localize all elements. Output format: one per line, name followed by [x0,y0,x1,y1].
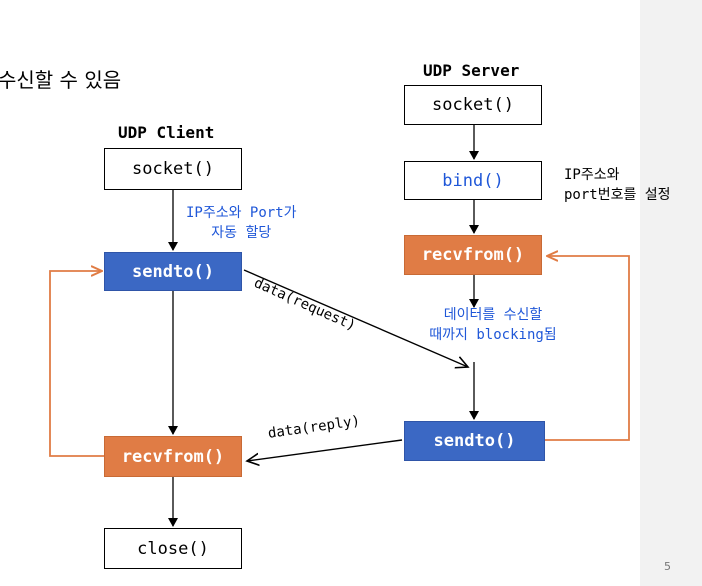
client-auto-assign-note: IP주소와 Port가 자동 할당 [186,203,297,243]
server-bind-note-line-1: IP주소와 [564,167,620,183]
server-block-note-line-2: 때까지 blocking됨 [429,327,557,343]
client-loop-line [49,271,104,457]
arrow-request [243,269,468,367]
client-close-box: close() [104,528,242,569]
page-number: 5 [664,560,671,573]
server-block-note-line-1: 데이터를 수신할 [443,307,543,323]
client-socket-box: socket() [104,148,242,190]
client-sendto-box: sendto() [104,252,242,291]
client-recvfrom-box: recvfrom() [104,436,242,477]
server-loop-line [545,256,630,441]
server-recvfrom-box: recvfrom() [404,235,542,275]
arrow-reply [247,439,403,461]
server-bind-box: bind() [404,161,542,200]
server-bind-note: IP주소와 port번호를 설정 [564,165,671,205]
client-title: UDP Client [118,123,215,142]
server-sendto-box: sendto() [404,421,545,461]
server-socket-box: socket() [404,85,542,125]
client-auto-note-line-1: IP주소와 Port가 [186,205,297,221]
slide-subtitle: 수신할 수 있음 [0,68,122,92]
slide-side-panel [640,0,702,586]
server-blocking-note: 데이터를 수신할 때까지 blocking됨 [404,305,582,345]
client-auto-note-line-2: 자동 할당 [211,225,272,241]
server-title: UDP Server [423,61,520,80]
server-bind-note-line-2: port번호를 설정 [564,187,671,203]
